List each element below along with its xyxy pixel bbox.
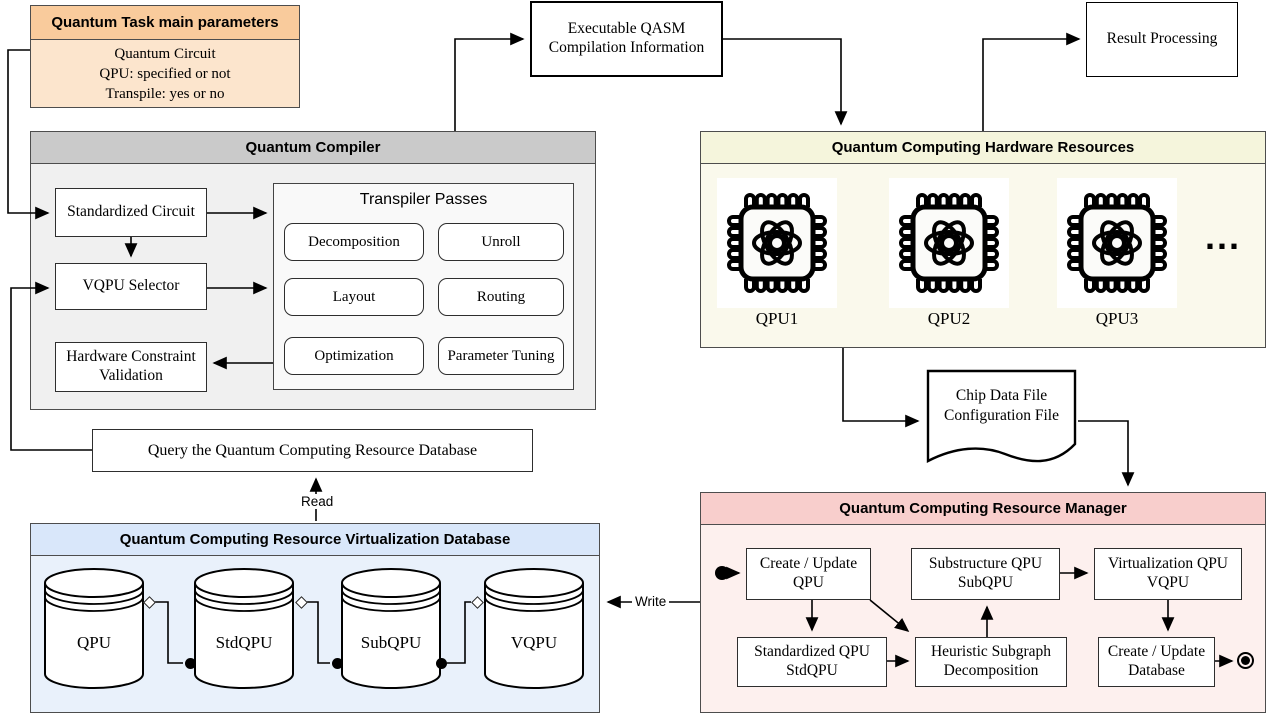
heuristic-subgraph-node: Heuristic Subgraph Decomposition: [915, 637, 1067, 687]
task-line-qpu: QPU: specified or not: [99, 66, 231, 82]
qpu-chip-icon: [717, 178, 837, 308]
stdqpu-cylinder: StdQPU: [193, 565, 295, 692]
pass-layout: Layout: [284, 278, 424, 316]
standardized-circuit-node: Standardized Circuit: [55, 188, 207, 237]
substructure-qpu-node: Substructure QPU SubQPU: [911, 548, 1060, 600]
chip-doc-text: Chip Data File Configuration File: [925, 386, 1078, 426]
standardized-qpu-node: Standardized QPU StdQPU: [737, 637, 887, 687]
subqpu-cylinder-label: SubQPU: [360, 633, 422, 652]
qpu1-label: QPU1: [755, 309, 799, 328]
qpu-cylinder: QPU: [43, 565, 145, 692]
create-update-qpu-node: Create / Update QPU: [746, 548, 871, 600]
create-update-database-node: Create / Update Database: [1098, 637, 1215, 687]
database-cylinder-icon: [484, 568, 584, 689]
vqpu-cylinder: VQPU: [483, 565, 585, 692]
composition-dot-icon: [435, 657, 447, 669]
pass-optimization: Optimization: [284, 337, 424, 375]
task-line-circuit: Quantum Circuit: [114, 46, 216, 62]
document-icon: [926, 369, 1077, 463]
pass-decomposition: Decomposition: [284, 223, 424, 261]
qpu3-chip: QPU3: [1057, 178, 1177, 329]
qpu-chip-icon: [1057, 178, 1177, 308]
database-cylinder-icon: [341, 568, 441, 689]
qpu3-label: QPU3: [1095, 309, 1139, 328]
start-state-icon: [715, 566, 729, 580]
query-database-node: Query the Quantum Computing Resource Dat…: [92, 429, 533, 472]
hardware-resources-title: Quantum Computing Hardware Resources: [701, 132, 1265, 164]
end-state-icon: [1237, 652, 1254, 669]
stdqpu-cylinder-label: StdQPU: [215, 633, 273, 652]
qasm-document: Executable QASM Compilation Information: [530, 1, 723, 77]
vqpu-selector-node: VQPU Selector: [55, 263, 207, 310]
virtualization-qpu-node: Virtualization QPU VQPU: [1094, 548, 1242, 600]
qpu1-chip: QPU1: [717, 178, 837, 329]
database-cylinder-icon: [44, 568, 144, 689]
qasm-line-1: Executable QASM: [567, 20, 686, 38]
qpu-cylinder-label: QPU: [76, 633, 111, 652]
chip-doc-line-2: Configuration File: [944, 407, 1059, 425]
more-qpus-ellipsis: ...: [1205, 216, 1242, 257]
chip-data-document: Chip Data File Configuration File: [925, 368, 1078, 476]
write-edge-label: Write: [632, 594, 670, 609]
subqpu-cylinder: SubQPU: [340, 565, 442, 692]
database-cylinder-icon: [194, 568, 294, 689]
pass-parameter-tuning: Parameter Tuning: [438, 337, 564, 375]
vqpu-cylinder-label: VQPU: [510, 633, 558, 652]
quantum-task-panel: Quantum Task main parameters Quantum Cir…: [30, 5, 300, 108]
transpiler-passes-title: Transpiler Passes: [359, 191, 488, 208]
quantum-task-body: Quantum Circuit QPU: specified or not Tr…: [31, 40, 299, 104]
read-edge-label: Read: [298, 494, 337, 509]
pass-routing: Routing: [438, 278, 564, 316]
resource-database-title: Quantum Computing Resource Virtualizatio…: [31, 524, 599, 556]
hardware-constraint-validation-node: Hardware Constraint Validation: [55, 342, 207, 392]
pass-unroll: Unroll: [438, 223, 564, 261]
composition-dot-icon: [184, 657, 196, 669]
composition-dot-icon: [331, 657, 343, 669]
task-line-transpile: Transpile: yes or no: [105, 86, 225, 102]
qpu2-chip: QPU2: [889, 178, 1009, 329]
resource-manager-title: Quantum Computing Resource Manager: [701, 493, 1265, 525]
quantum-compiler-title: Quantum Compiler: [31, 132, 595, 164]
qpu-chip-icon: [889, 178, 1009, 308]
chip-doc-line-1: Chip Data File: [955, 387, 1048, 404]
quantum-task-title: Quantum Task main parameters: [31, 6, 299, 40]
result-processing-node: Result Processing: [1086, 2, 1238, 77]
qasm-line-2: Compilation Information: [548, 39, 705, 56]
qpu2-label: QPU2: [927, 309, 971, 328]
